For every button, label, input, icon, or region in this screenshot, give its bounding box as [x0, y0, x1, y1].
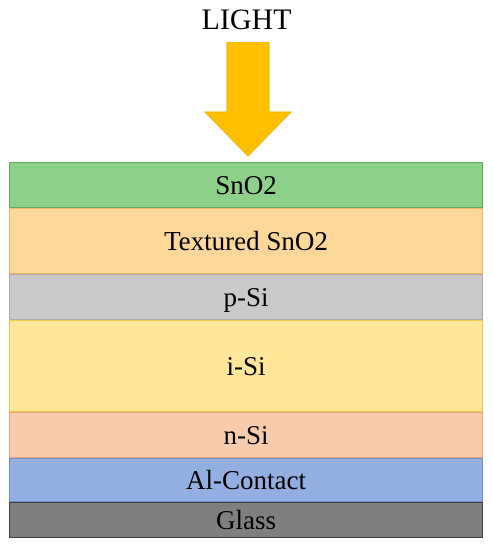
layer-p-si: p-Si	[9, 274, 483, 320]
layer-label-p-si: p-Si	[223, 281, 269, 312]
layer-i-si: i-Si	[9, 320, 483, 412]
layer-label-i-si: i-Si	[226, 350, 266, 381]
down-arrow-icon	[203, 42, 293, 157]
layer-al-contact: Al-Contact	[9, 458, 483, 502]
down-arrow-shape	[203, 42, 293, 157]
light-label: LIGHT	[201, 3, 292, 36]
layer-sno2: SnO2	[9, 162, 483, 208]
layer-label-textured-sno2: Textured SnO2	[164, 225, 328, 256]
layer-label-n-si: n-Si	[223, 419, 269, 450]
layer-n-si: n-Si	[9, 412, 483, 458]
layer-textured-sno2: Textured SnO2	[9, 208, 483, 274]
layer-label-sno2: SnO2	[215, 169, 277, 200]
layer-label-glass: Glass	[216, 504, 276, 535]
layer-label-al-contact: Al-Contact	[186, 464, 306, 495]
layer-glass: Glass	[9, 502, 483, 538]
